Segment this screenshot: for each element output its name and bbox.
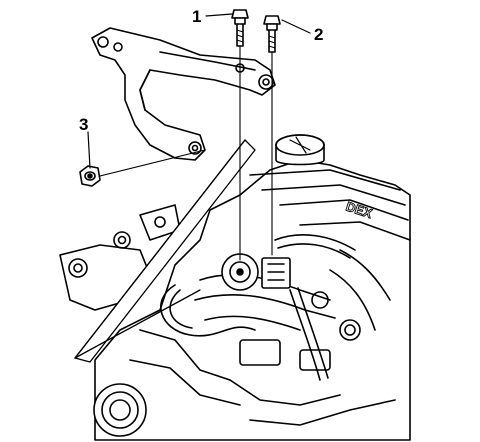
callout-3: 3 bbox=[79, 115, 89, 134]
pulley bbox=[93, 383, 147, 437]
alignment-lines bbox=[99, 45, 273, 261]
callout-1: 1 bbox=[192, 7, 202, 26]
view-boundary-triangle bbox=[74, 139, 256, 363]
nut-3 bbox=[79, 165, 101, 187]
bolt-2 bbox=[263, 15, 281, 53]
bracket bbox=[91, 27, 276, 161]
engine-assembly bbox=[94, 159, 411, 441]
callout-2: 2 bbox=[314, 25, 324, 44]
leader-lines bbox=[87, 13, 311, 169]
oil-filler-cap bbox=[275, 134, 325, 166]
bolt-1 bbox=[231, 9, 249, 47]
